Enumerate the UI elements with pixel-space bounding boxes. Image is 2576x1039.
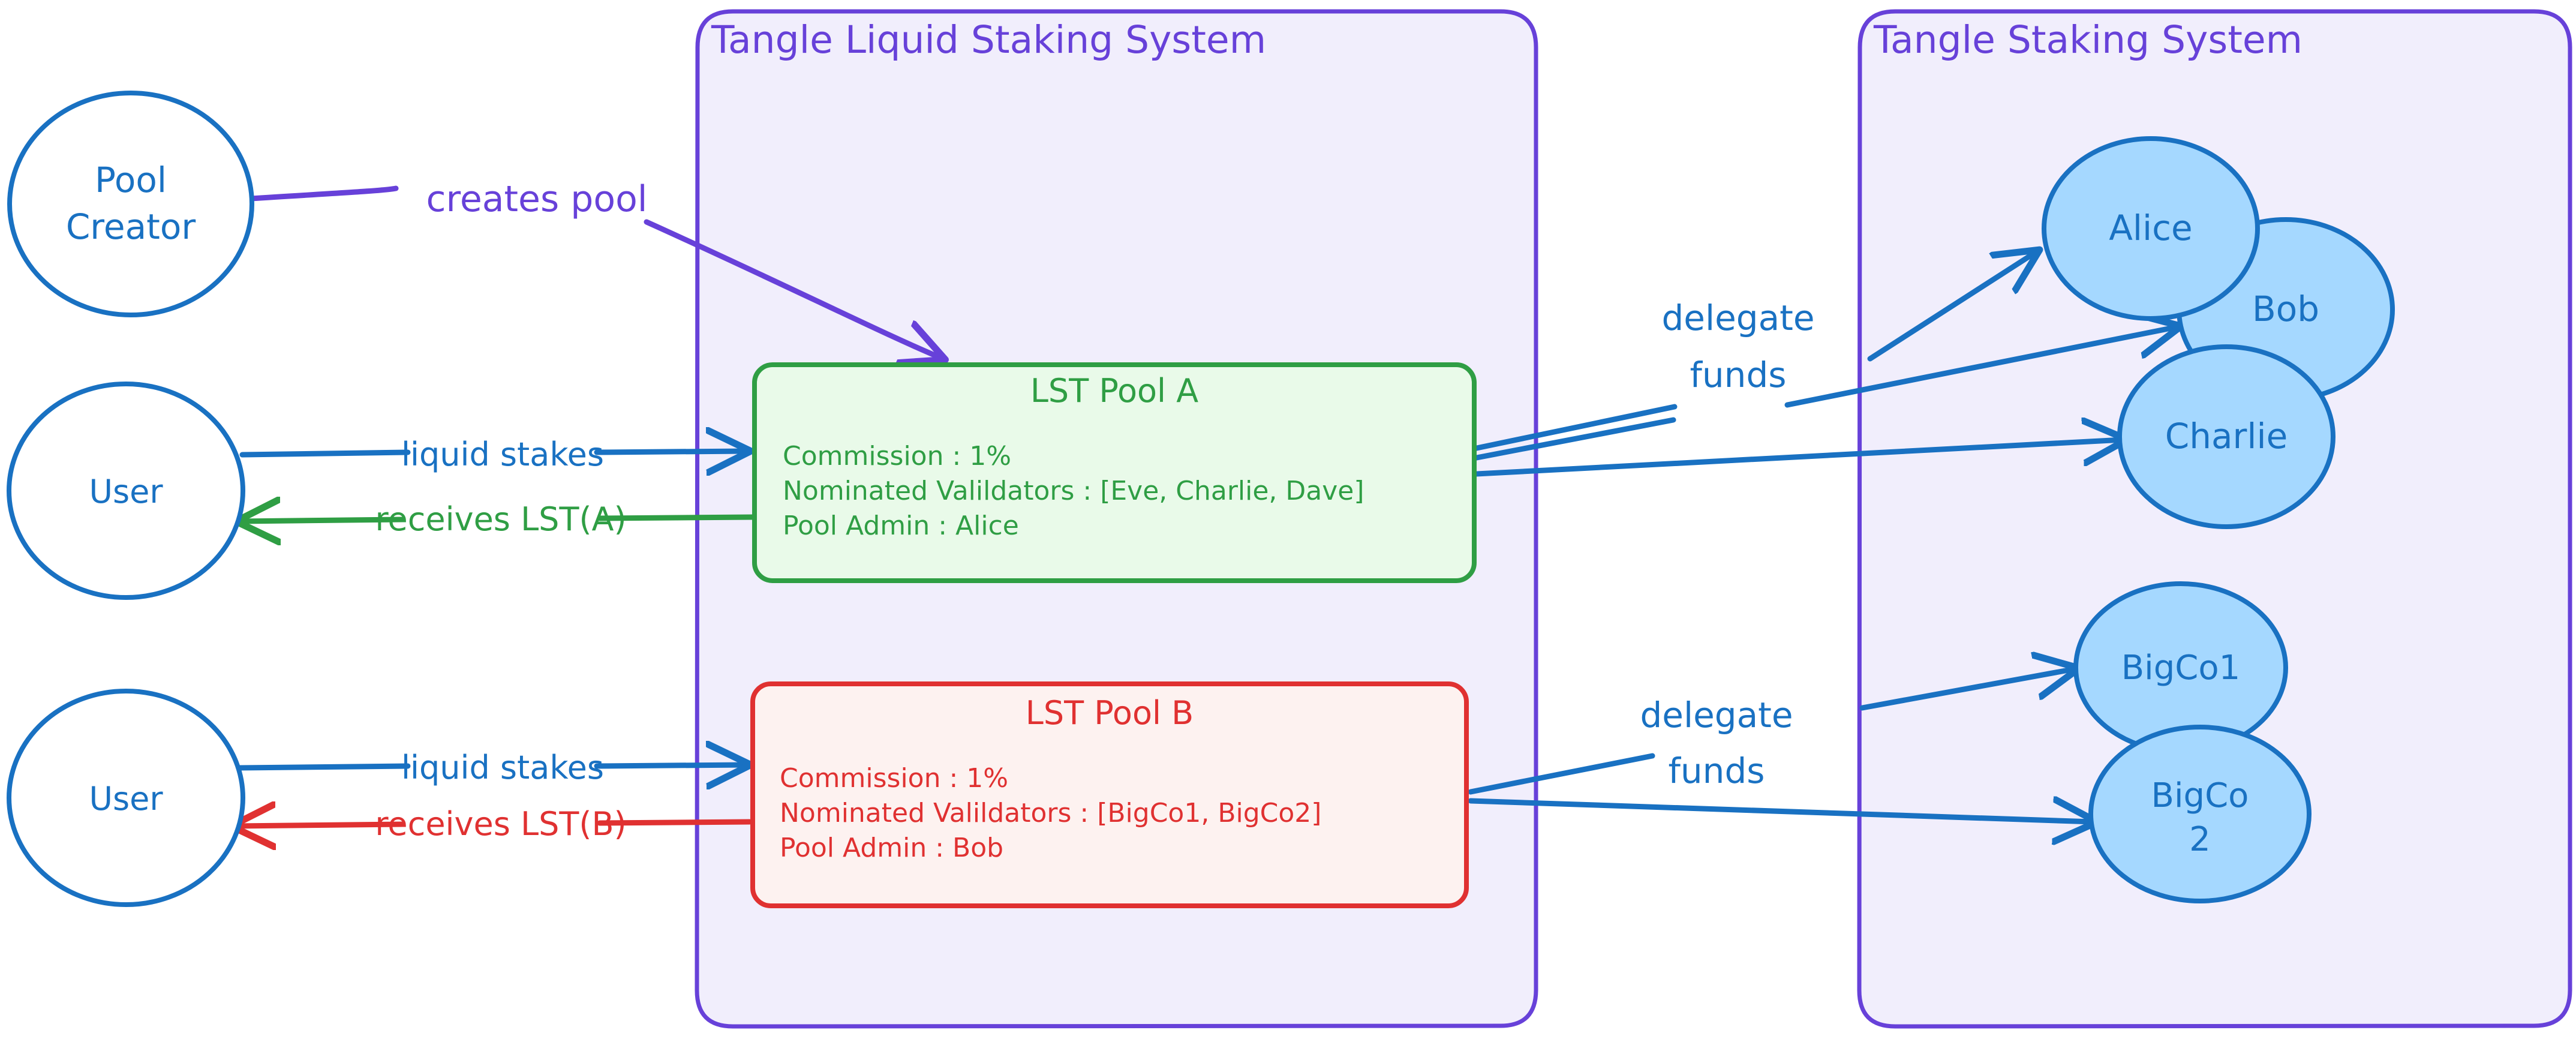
edge-delegate-funds-pool-a-charlie <box>1474 440 2123 477</box>
receives-lst-a-line-left <box>240 520 406 521</box>
edge-label-delegate-funds-a-line2: funds <box>1690 355 1787 395</box>
delegate-a-alice-line-left <box>1474 404 1678 451</box>
edge-delegate-funds-pool-a-alice <box>1474 252 2036 451</box>
edge-label-delegate-funds-a-line1: delegate <box>1661 298 1814 338</box>
delegate-b-bigco1-line-right <box>1859 669 2075 711</box>
receives-lst-a-line-right <box>597 514 756 521</box>
delegate-a-alice-line-right <box>1867 252 2036 362</box>
bigco1-label: BigCo1 <box>2121 648 2241 687</box>
edge-delegate-funds-pool-b-bigco2 <box>1468 801 2093 822</box>
alice-shape[interactable] <box>2042 136 2260 321</box>
delegate-a-bob-line-right <box>1784 327 2177 408</box>
lst-pool-b-row-validators: Nominated Valildators : [BigCo1, BigCo2] <box>780 798 1321 828</box>
lst-pool-a-row-commission: Commission : 1% <box>783 441 1011 472</box>
edge-liquid-stakes-a <box>239 449 747 458</box>
delegate-b-bigco2-line <box>1468 801 2093 822</box>
node-pool-creator[interactable]: Pool Creator <box>7 91 254 317</box>
lst-pool-b-row-commission: Commission : 1% <box>780 763 1008 794</box>
node-lst-pool-a[interactable]: LST Pool A Commission : 1% Nominated Val… <box>752 362 1477 583</box>
edge-label-receives-lst-a: receives LST(A) <box>375 500 626 538</box>
lst-pool-a-row-admin: Pool Admin : Alice <box>783 511 1019 541</box>
liquid-stakes-b-line-left <box>237 763 411 771</box>
edge-receives-lst-b <box>235 819 753 826</box>
node-lst-pool-b[interactable]: LST Pool B Commission : 1% Nominated Val… <box>750 681 1469 908</box>
liquid-stakes-b-line-right <box>594 765 747 766</box>
edge-delegate-funds-pool-b-bigco1 <box>1468 669 2075 795</box>
bigco2-label-line1: BigCo <box>2151 776 2249 815</box>
node-user-a[interactable]: User <box>7 382 245 600</box>
user-b-shape[interactable] <box>7 689 245 907</box>
charlie-shape[interactable] <box>2117 344 2335 529</box>
delegate-a-charlie-line <box>1474 440 2123 477</box>
alice-label: Alice <box>2109 208 2192 248</box>
user-b-label: User <box>89 780 163 818</box>
charlie-label: Charlie <box>2165 416 2288 457</box>
node-user-b[interactable]: User <box>7 689 245 907</box>
node-validator-charlie[interactable]: Charlie <box>2117 344 2335 529</box>
node-validator-alice[interactable]: Alice <box>2042 136 2260 321</box>
creates-pool-line-left <box>248 185 399 202</box>
edge-creates-pool <box>248 185 942 358</box>
bigco2-shape[interactable] <box>2088 725 2312 903</box>
edge-liquid-stakes-b <box>237 763 747 771</box>
pool-creator-label-line1: Pool <box>95 160 167 200</box>
delegate-a-bob-line-left <box>1474 417 1676 461</box>
edge-label-delegate-funds-b-line2: funds <box>1669 750 1765 791</box>
user-a-label: User <box>89 473 163 511</box>
bigco2-label-line2: 2 <box>2189 820 2211 859</box>
lst-pool-b-row-admin: Pool Admin : Bob <box>780 833 1003 863</box>
receives-lst-b-line-left <box>235 824 406 826</box>
edge-label-delegate-funds-b-line1: delegate <box>1640 695 1793 735</box>
lst-pool-b-box[interactable] <box>750 681 1469 908</box>
liquid-stakes-a-line-left <box>239 449 411 458</box>
edge-label-creates-pool: creates pool <box>426 178 648 220</box>
receives-lst-b-line-right <box>597 819 753 826</box>
user-a-shape[interactable] <box>7 382 245 600</box>
edge-delegate-funds-pool-a-bob <box>1474 327 2177 461</box>
delegate-b-bigco1-line-left <box>1468 753 1655 795</box>
pool-creator-label-line2: Creator <box>66 206 196 247</box>
edge-label-receives-lst-b: receives LST(B) <box>375 805 626 843</box>
lst-pool-a-row-validators: Nominated Valildators : [Eve, Charlie, D… <box>783 476 1364 506</box>
edge-receives-lst-a <box>240 514 756 521</box>
lst-pool-a-title: LST Pool A <box>1030 372 1198 410</box>
edge-label-liquid-stakes-b: liquid stakes <box>401 749 604 786</box>
liquid-stakes-a-line-right <box>594 451 747 452</box>
creates-pool-line-right <box>644 219 942 358</box>
edge-label-liquid-stakes-a: liquid stakes <box>401 436 604 473</box>
bob-label: Bob <box>2252 289 2319 329</box>
staking-container-title: Tangle Staking System <box>1873 18 2303 62</box>
lst-pool-b-title: LST Pool B <box>1026 694 1194 732</box>
pool-creator-shape[interactable] <box>7 91 254 317</box>
lst-pool-a-box[interactable] <box>752 362 1477 583</box>
node-validator-bigco2[interactable]: BigCo 2 <box>2088 725 2312 903</box>
liquid-staking-container-title: Tangle Liquid Staking System <box>711 18 1266 62</box>
